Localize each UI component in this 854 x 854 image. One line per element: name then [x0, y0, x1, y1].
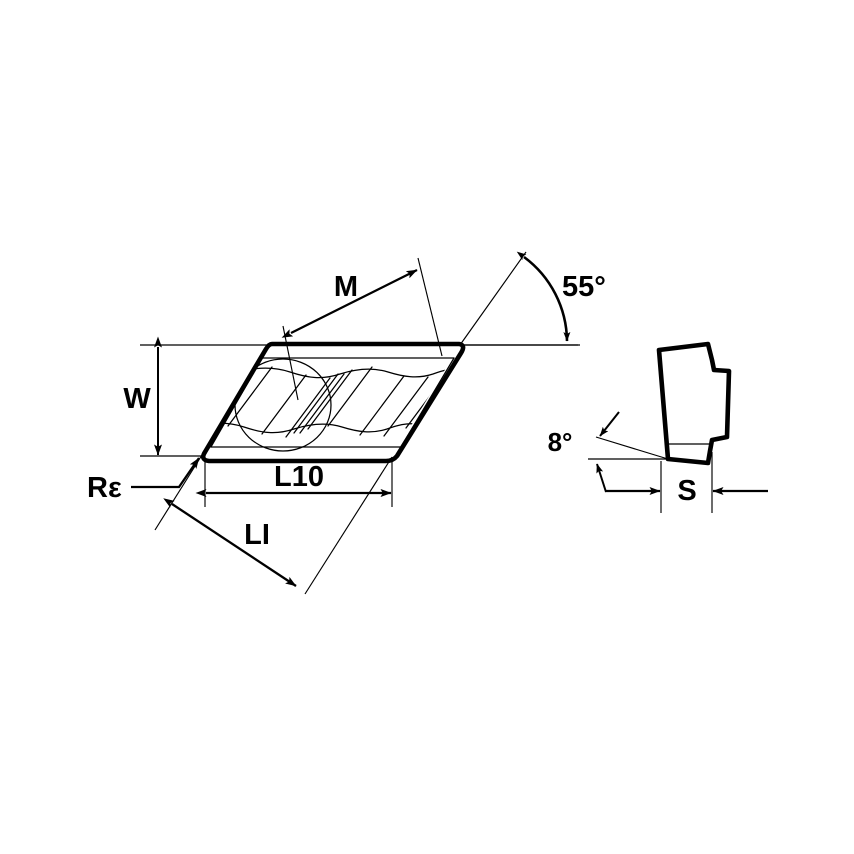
- side-view-group: 8° S: [548, 341, 768, 513]
- angle8-label: 8°: [548, 427, 573, 457]
- chipbreaker-ridge-line-b: [299, 373, 345, 434]
- insert-right-land-line: [400, 357, 455, 448]
- li-extension-line-upper: [154, 454, 203, 531]
- m-extension-line-right: [417, 257, 443, 357]
- re-label: Rε: [87, 472, 122, 504]
- chipbreaker-rib-6: [327, 366, 373, 427]
- angle8-inclined-leg: [595, 436, 669, 460]
- li-dimension-label: LI: [244, 519, 270, 551]
- chipbreaker-rib-3: [261, 374, 307, 435]
- angle55-label: 55°: [562, 271, 606, 303]
- m-dimension-label: M: [334, 271, 358, 303]
- m-dimension-line: [281, 268, 418, 338]
- angle55-inclined-leg: [459, 251, 527, 346]
- angle8-arrow-lower: [596, 463, 607, 493]
- insert-left-land-line: [210, 357, 263, 448]
- chipbreaker-upper-wave: [231, 367, 460, 379]
- li-extension-line-lower: [304, 456, 393, 595]
- chipbreaker-rib-5: [307, 369, 353, 430]
- l10-dimension-label: L10: [274, 461, 324, 493]
- w-dimension-label: W: [123, 383, 151, 415]
- angle8-arrow-upper: [599, 411, 620, 437]
- chipbreaker-rib-7: [359, 375, 405, 436]
- chipbreaker-rib-4: [285, 377, 331, 438]
- re-leader-line: [131, 457, 200, 489]
- m-extension-line-left: [282, 325, 299, 401]
- angle55-arc: [516, 251, 571, 342]
- chipbreaker-ridge-line-a: [293, 373, 339, 434]
- insert-body-outline: [200, 341, 466, 464]
- top-view-group: M 55° W Rε L10 LI: [87, 251, 606, 595]
- side-profile-outline: [656, 341, 732, 466]
- s-dimension-label: S: [677, 475, 696, 507]
- chipbreaker-rib-2: [227, 366, 273, 427]
- chipbreaker-rib-8: [383, 376, 429, 437]
- center-hole-ellipse: [234, 358, 332, 452]
- li-dimension-line: [163, 498, 297, 587]
